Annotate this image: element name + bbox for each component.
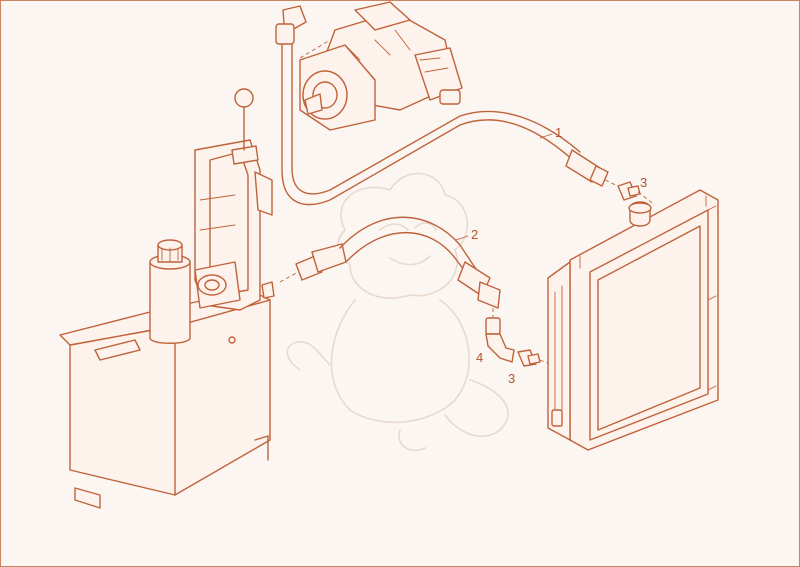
callout-2: 2 (471, 227, 478, 242)
callout-3-top: 3 (640, 175, 647, 190)
control-valve (194, 88, 275, 311)
hose-1 (281, 43, 609, 206)
watermark-mascot (286, 172, 509, 452)
callout-1-leader (539, 133, 553, 139)
leader-pump-port (299, 39, 331, 59)
filter-canister (149, 239, 191, 344)
elbow-4 (485, 317, 515, 363)
oil-cooler (547, 189, 719, 451)
callout-3-bottom: 3 (508, 371, 515, 386)
hydraulic-pump (299, 1, 463, 131)
pump-elbow-fitting (275, 5, 307, 45)
hose-2 (295, 216, 501, 309)
adapter-3-bottom (517, 349, 541, 367)
callout-4: 4 (476, 350, 483, 365)
callout-2-leader (455, 235, 469, 241)
callout-1: 1 (555, 125, 562, 140)
leader-adapter-3-top (637, 191, 656, 206)
leader-tank-port (279, 271, 299, 283)
adapter-3-top (617, 181, 641, 201)
